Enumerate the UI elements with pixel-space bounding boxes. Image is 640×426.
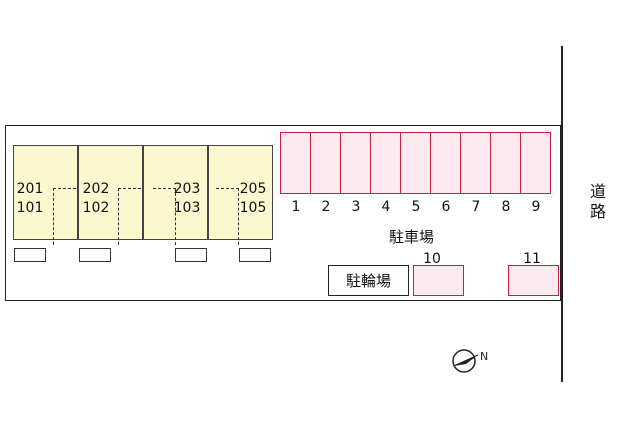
- parking-space-8: [490, 132, 521, 194]
- unit-label-upper: 203: [173, 181, 201, 197]
- parking-space-3: [340, 132, 371, 194]
- road-label: 道路: [589, 182, 606, 221]
- bicycle-parking-label: 駐輪場: [345, 272, 391, 290]
- unit-block-4: [208, 145, 273, 240]
- unit-label-lower: 102: [82, 200, 110, 216]
- parking-space-1: [280, 132, 311, 194]
- unit-porch-outline: [153, 188, 176, 245]
- unit-label-lower: 103: [173, 200, 201, 216]
- parking-space-7: [460, 132, 491, 194]
- entrance-step: [79, 248, 111, 262]
- parking-space-10: [413, 265, 464, 296]
- parking-space-11: [508, 265, 559, 296]
- parking-area-label: 駐車場: [389, 228, 435, 246]
- parking-number: 5: [411, 199, 421, 215]
- north-arrow-icon: N: [452, 346, 492, 376]
- unit-porch-outline: [216, 188, 239, 245]
- compass-north-letter: N: [480, 350, 488, 363]
- entrance-step: [239, 248, 271, 262]
- unit-porch-outline: [53, 188, 76, 245]
- parking-number: 9: [531, 199, 541, 215]
- unit-label-upper: 201: [16, 181, 44, 197]
- parking-number: 11: [523, 251, 541, 267]
- parking-number: 1: [291, 199, 301, 215]
- unit-block-1: [13, 145, 78, 240]
- unit-label-upper: 205: [239, 181, 267, 197]
- parking-space-9: [520, 132, 551, 194]
- parking-space-6: [430, 132, 461, 194]
- road-edge-line: [561, 46, 563, 382]
- parking-number: 3: [351, 199, 361, 215]
- bicycle-parking-box: 駐輪場: [328, 265, 409, 296]
- parking-number: 2: [321, 199, 331, 215]
- parking-space-5: [400, 132, 431, 194]
- entrance-step: [175, 248, 207, 262]
- parking-space-2: [310, 132, 341, 194]
- parking-space-4: [370, 132, 401, 194]
- unit-block-2: [78, 145, 143, 240]
- parking-number: 7: [471, 199, 481, 215]
- parking-number: 6: [441, 199, 451, 215]
- parking-number: 8: [501, 199, 511, 215]
- unit-label-lower: 101: [16, 200, 44, 216]
- unit-label-lower: 105: [239, 200, 267, 216]
- entrance-step: [14, 248, 46, 262]
- parking-number: 4: [381, 199, 391, 215]
- unit-label-upper: 202: [82, 181, 110, 197]
- unit-porch-outline: [118, 188, 141, 245]
- parking-number: 10: [423, 251, 441, 267]
